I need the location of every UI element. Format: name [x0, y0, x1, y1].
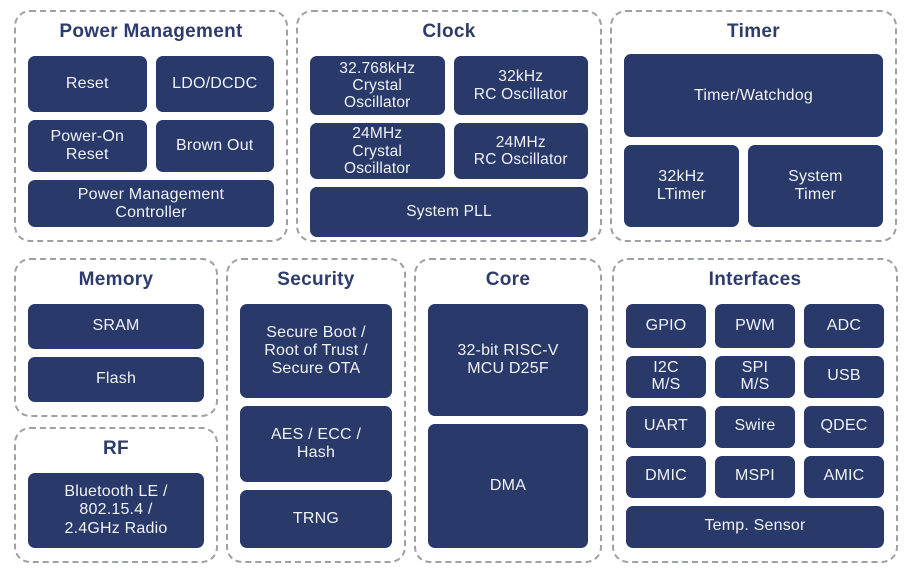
section-power-management: Power Management Reset LDO/DCDC Power-On… [14, 10, 288, 242]
section-clock: Clock 32.768kHz Crystal Oscillator 32kHz… [296, 10, 602, 242]
block-ldo-dcdc: LDO/DCDC [155, 56, 274, 112]
block-24mhz-rc-oscillator: 24MHz RC Oscillator [453, 123, 588, 180]
core-blocks: 32-bit RISC-V MCU D25F DMA [416, 292, 600, 561]
section-rf: RF Bluetooth LE / 802.15.4 / 2.4GHz Radi… [14, 427, 218, 563]
block-riscv-mcu-d25f: 32-bit RISC-V MCU D25F [428, 304, 588, 417]
interfaces-blocks: GPIO PWM ADC I2C M/S SPI M/S USB UART Sw… [614, 292, 896, 561]
security-blocks: Secure Boot / Root of Trust / Secure OTA… [228, 292, 404, 561]
timer-blocks: Timer/Watchdog 32kHz LTimer System Timer [612, 44, 895, 240]
block-pwm: PWM [715, 304, 795, 349]
block-i2c-ms: I2C M/S [626, 356, 706, 398]
block-sram: SRAM [28, 304, 204, 349]
block-32khz-ltimer: 32kHz LTimer [624, 145, 739, 227]
block-24mhz-crystal-oscillator: 24MHz Crystal Oscillator [310, 123, 445, 180]
block-usb: USB [804, 356, 884, 398]
block-reset: Reset [28, 56, 147, 112]
block-system-timer: System Timer [747, 145, 883, 227]
section-title-timer: Timer [727, 21, 780, 42]
block-qdec: QDEC [804, 405, 884, 449]
block-32-768khz-crystal-oscillator: 32.768kHz Crystal Oscillator [310, 56, 445, 116]
section-core: Core 32-bit RISC-V MCU D25F DMA [414, 258, 602, 563]
block-32khz-rc-oscillator: 32kHz RC Oscillator [453, 56, 588, 116]
block-spi-ms: SPI M/S [715, 356, 795, 398]
section-title-memory: Memory [78, 269, 154, 290]
block-system-pll: System PLL [310, 187, 588, 238]
block-brown-out: Brown Out [155, 119, 274, 173]
section-title-clock: Clock [422, 21, 476, 42]
block-flash: Flash [28, 357, 204, 402]
section-title-rf: RF [103, 438, 129, 459]
block-power-management-controller: Power Management Controller [28, 180, 274, 227]
block-gpio: GPIO [626, 304, 706, 349]
block-uart: UART [626, 405, 706, 449]
power-management-blocks: Reset LDO/DCDC Power-On Reset Brown Out … [16, 44, 286, 240]
section-interfaces: Interfaces GPIO PWM ADC I2C M/S SPI M/S … [612, 258, 898, 563]
section-title-interfaces: Interfaces [708, 269, 802, 290]
block-secure-boot-root-of-trust: Secure Boot / Root of Trust / Secure OTA [240, 304, 392, 399]
section-title-core: Core [485, 269, 531, 290]
clock-blocks: 32.768kHz Crystal Oscillator 32kHz RC Os… [298, 44, 600, 250]
section-timer: Timer Timer/Watchdog 32kHz LTimer System… [610, 10, 897, 242]
block-temp-sensor: Temp. Sensor [626, 505, 884, 548]
section-title-power-management: Power Management [59, 21, 243, 42]
rf-blocks: Bluetooth LE / 802.15.4 / 2.4GHz Radio [16, 461, 216, 561]
block-timer-watchdog: Timer/Watchdog [624, 54, 883, 138]
block-dmic: DMIC [626, 456, 706, 498]
block-dma: DMA [428, 424, 588, 548]
section-security: Security Secure Boot / Root of Trust / S… [226, 258, 406, 563]
block-swire: Swire [715, 405, 795, 449]
section-title-security: Security [277, 269, 355, 290]
block-amic: AMIC [804, 456, 884, 498]
block-aes-ecc-hash: AES / ECC / Hash [240, 406, 392, 483]
block-trng: TRNG [240, 490, 392, 548]
block-power-on-reset: Power-On Reset [28, 119, 147, 173]
block-mspi: MSPI [715, 456, 795, 498]
block-bluetooth-radio: Bluetooth LE / 802.15.4 / 2.4GHz Radio [28, 473, 204, 548]
block-adc: ADC [804, 304, 884, 349]
memory-blocks: SRAM Flash [16, 292, 216, 415]
section-memory: Memory SRAM Flash [14, 258, 218, 417]
